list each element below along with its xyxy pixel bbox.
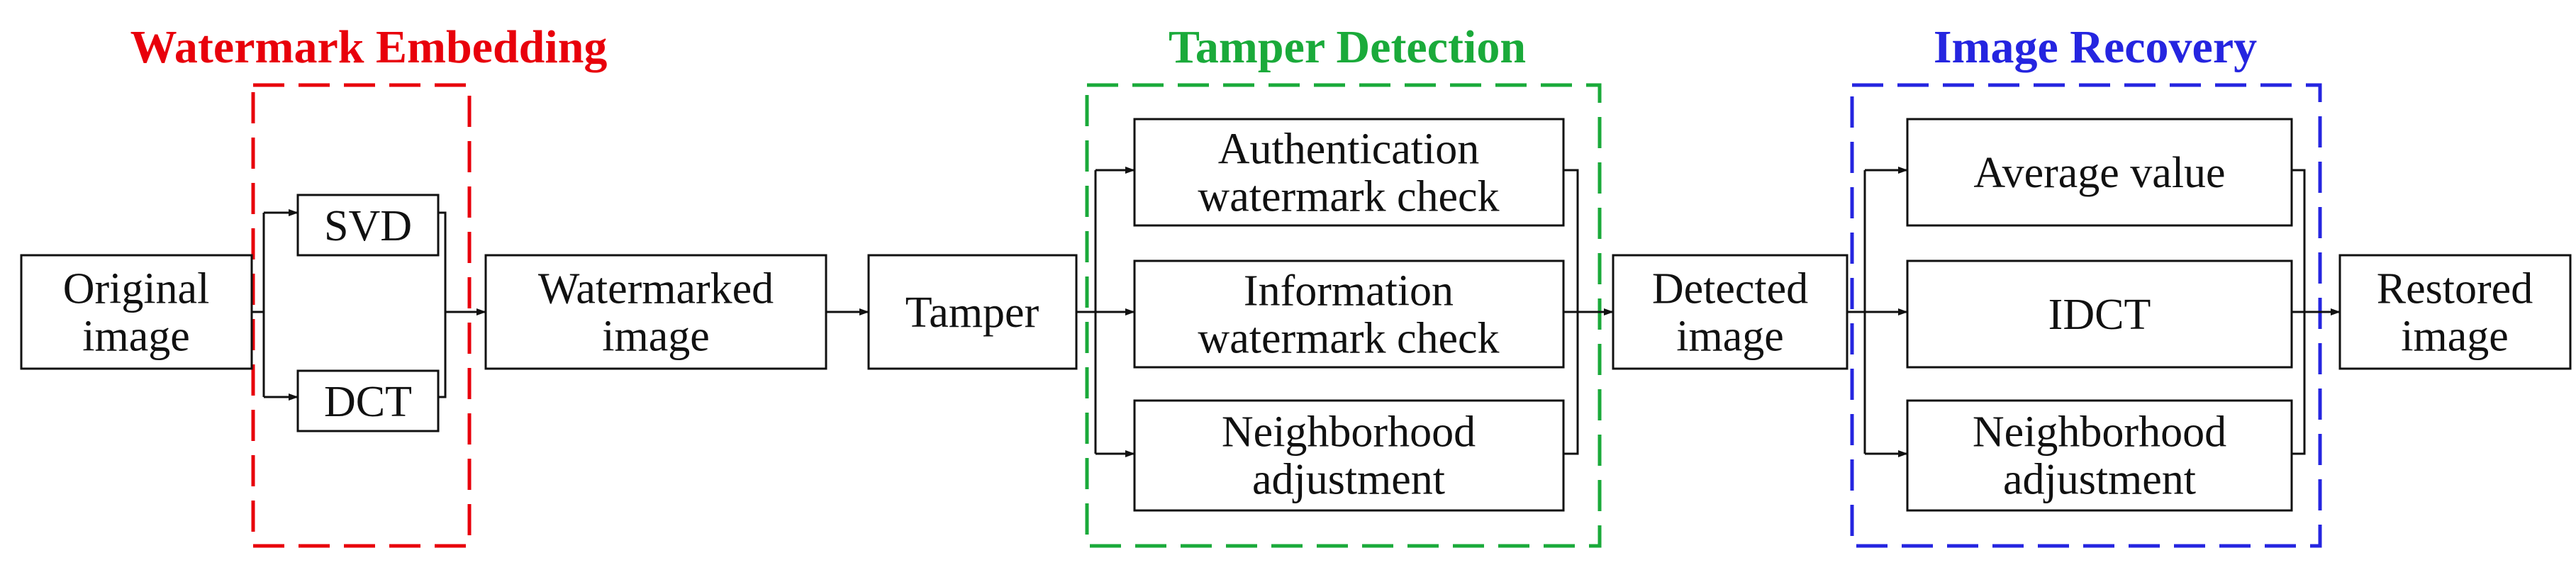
label-line: Authentication (1218, 125, 1479, 174)
label-line: image (1676, 313, 1784, 361)
label-line: Watermarked (538, 265, 774, 313)
label-line: Neighborhood (1973, 408, 2226, 457)
label-line: watermark check (1198, 315, 1499, 363)
label-line: Neighborhood (1222, 408, 1476, 457)
label-line: SVD (324, 202, 412, 250)
node-svd-label: SVD (324, 202, 412, 250)
label-line: image (82, 313, 190, 361)
label-line: adjustment (2003, 456, 2196, 504)
node-average-value: Average value (1906, 118, 2293, 227)
tamper-detection-frame (1085, 83, 1602, 548)
node-dct-label: DCT (324, 378, 412, 426)
label-line: image (2401, 313, 2509, 361)
section-title-image-recovery: Image Recovery (1934, 21, 2257, 73)
section-title-watermark-embedding: Watermark Embedding (130, 21, 608, 73)
label-line: adjustment (1252, 456, 1445, 504)
label-line: Detected (1652, 265, 1808, 313)
label-line: watermark check (1198, 173, 1499, 221)
connectors (252, 167, 2341, 457)
node-dct: DCT (296, 369, 440, 432)
label-line: Average value (1973, 149, 2225, 197)
node-average-value-label: Average value (1973, 149, 2225, 197)
label-line: image (602, 313, 710, 361)
node-idct: IDCT (1906, 259, 2293, 369)
image-recovery-frame (1850, 83, 2322, 548)
label-line: Restored (2377, 265, 2533, 313)
label-line: IDCT (2048, 291, 2151, 339)
label-line: DCT (324, 378, 412, 426)
label-line: Tamper (905, 289, 1039, 337)
label-line: Original (63, 265, 210, 313)
node-idct-label: IDCT (2048, 291, 2151, 339)
node-tamper: Tamper (867, 254, 1078, 370)
node-svd: SVD (296, 194, 440, 257)
label-line: Information (1244, 267, 1454, 315)
section-title-tamper-detection: Tamper Detection (1169, 21, 1526, 73)
node-tamper-label: Tamper (905, 289, 1039, 337)
watermark-embedding-frame (251, 83, 472, 548)
